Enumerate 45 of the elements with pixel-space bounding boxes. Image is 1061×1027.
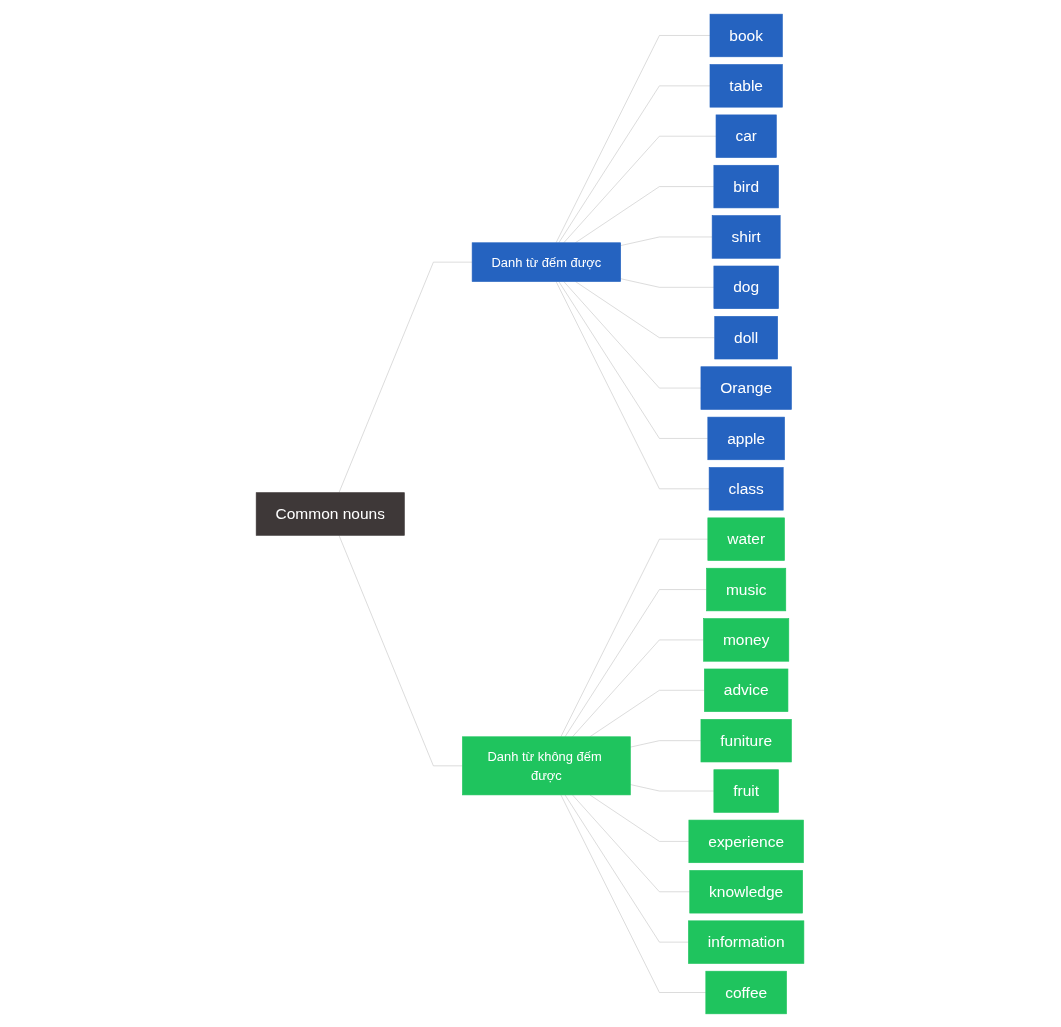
connector (561, 794, 707, 993)
connector (630, 783, 715, 791)
node-box: shirt (712, 214, 781, 259)
node-box: information (688, 920, 805, 964)
node-box: Common nouns (256, 491, 406, 536)
node-box: car (716, 114, 778, 158)
connector (590, 794, 690, 842)
node-box: Orange (701, 365, 793, 410)
connector (620, 236, 713, 246)
connector (563, 135, 717, 243)
node-box: funiture (701, 718, 793, 762)
connector (572, 794, 691, 892)
node-box: Danh từ không đếm được (462, 735, 632, 795)
connector (556, 34, 711, 243)
connector (339, 534, 464, 766)
connector (565, 794, 690, 942)
connector (630, 739, 702, 747)
node-box: music (706, 567, 787, 611)
node-box: experience (689, 819, 805, 863)
connector (620, 277, 715, 288)
connector (590, 689, 706, 737)
node-box: class (709, 466, 784, 510)
node-box: knowledge (689, 869, 804, 913)
connector (575, 280, 716, 338)
connector (558, 280, 709, 439)
node-box: water (708, 517, 786, 561)
node-box: advice (704, 668, 789, 712)
node-box: dog (714, 265, 780, 309)
connector (563, 280, 702, 388)
connector (558, 85, 711, 243)
node-box: fruit (714, 768, 780, 813)
node-box: Danh từ đếm được (472, 241, 622, 282)
connector (572, 639, 705, 737)
connector (339, 261, 473, 493)
connector (556, 280, 710, 489)
node-box: doll (714, 315, 779, 359)
node-box: bird (714, 164, 780, 208)
connector (565, 588, 708, 737)
node-box: money (703, 617, 790, 662)
node-box: coffee (705, 970, 788, 1014)
node-box: book (710, 13, 784, 57)
connector (575, 185, 715, 243)
node-box: table (710, 63, 784, 107)
connector (561, 538, 709, 737)
node-box: apple (707, 416, 786, 460)
